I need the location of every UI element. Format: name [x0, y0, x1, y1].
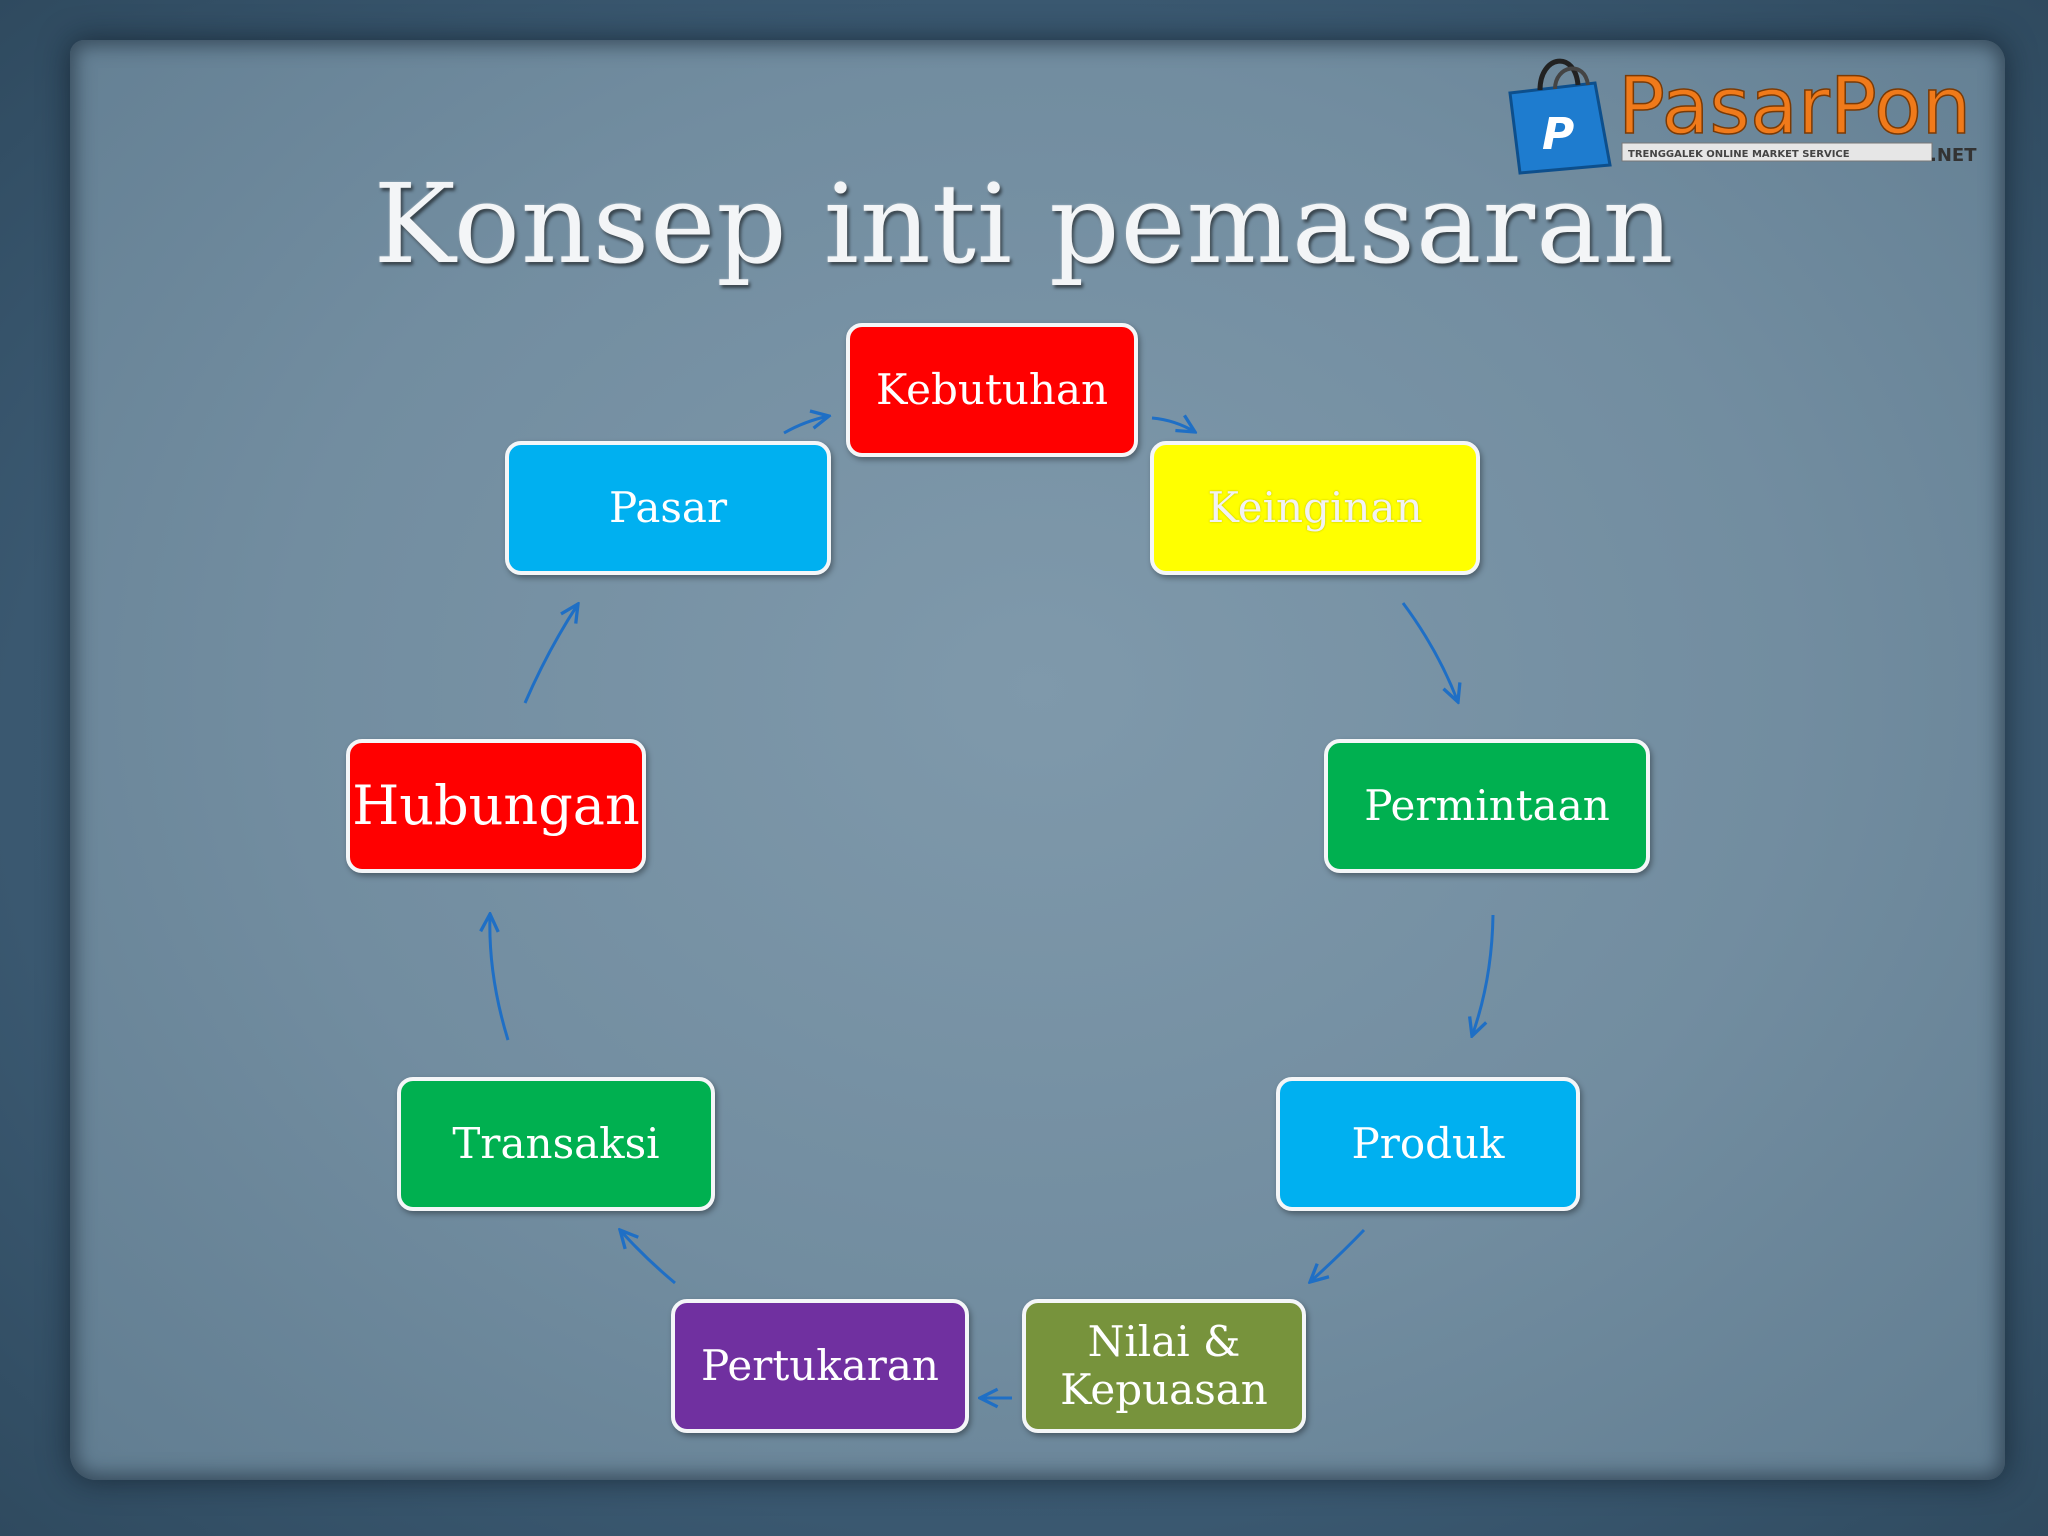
logo-bag-letter: P [1542, 109, 1574, 160]
logo-tagline: TRENGGALEK ONLINE MARKET SERVICE [1628, 149, 1850, 160]
node-transaksi: Transaksi [397, 1077, 715, 1211]
node-pasar: Pasar [505, 441, 831, 575]
node-keinginan-label: Keinginan [1207, 482, 1423, 532]
node-produk-label: Produk [1351, 1118, 1505, 1168]
node-kebutuhan: Kebutuhan [846, 323, 1138, 457]
node-pertukaran-label: Pertukaran [701, 1340, 939, 1390]
node-hubungan: Hubungan [346, 739, 646, 873]
logo-suffix: .NET [1930, 145, 1977, 166]
pasarpon-logo: P PasarPon TRENGGALEK ONLINE MARKET SERV… [1508, 58, 1977, 175]
slide-title: Konsep inti pemasaran [373, 160, 1675, 288]
node-nilai-kepuasan-label: Nilai & Kepuasan [1060, 1316, 1268, 1414]
node-keinginan: Keinginan [1150, 441, 1480, 575]
node-kebutuhan-label: Kebutuhan [875, 364, 1109, 414]
node-produk: Produk [1276, 1077, 1580, 1211]
node-pasar-label: Pasar [608, 482, 728, 532]
node-hubungan-label: Hubungan [352, 773, 640, 837]
node-permintaan: Permintaan [1324, 739, 1650, 873]
logo-brand-text: PasarPon [1618, 62, 1971, 152]
node-transaksi-label: Transaksi [452, 1118, 660, 1168]
node-nilai-kepuasan: Nilai & Kepuasan [1022, 1299, 1306, 1433]
node-pertukaran: Pertukaran [671, 1299, 969, 1433]
shopping-bag-icon [1508, 81, 1612, 175]
node-permintaan-label: Permintaan [1364, 780, 1610, 830]
